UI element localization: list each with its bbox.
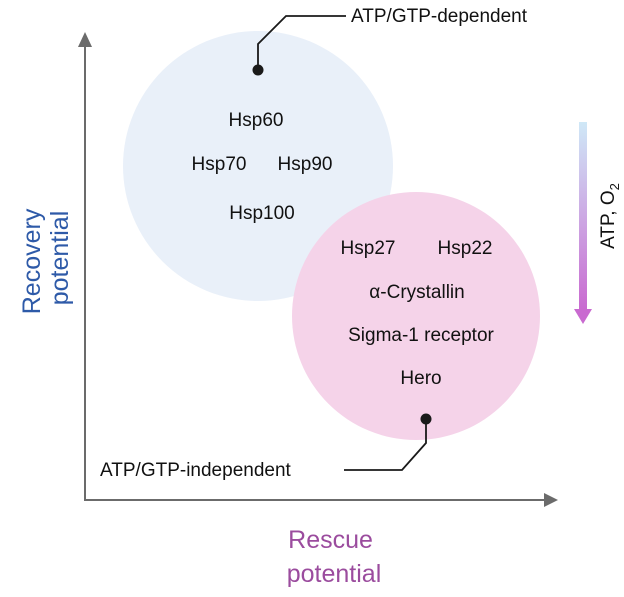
dependent-group-label: ATP/GTP-dependent: [351, 6, 528, 27]
member-hsp90: Hsp90: [278, 154, 333, 175]
independent-group-label: ATP/GTP-independent: [100, 460, 292, 481]
down-arrow-icon: [574, 122, 592, 324]
x-axis-title-line-2: potential: [287, 560, 382, 588]
x-axis-title-line-1: Rescue: [288, 526, 373, 554]
dependent-members: Hsp60 Hsp70 Hsp90 Hsp100: [192, 110, 333, 224]
gradient-label-subscript: 2: [607, 183, 622, 190]
atp-independent-circle: [292, 192, 540, 440]
member-hsp22: Hsp22: [438, 238, 493, 259]
member-hsp60: Hsp60: [229, 110, 284, 131]
dependent-connector: [252, 15, 346, 76]
member-hsp27: Hsp27: [341, 238, 396, 259]
y-axis-arrowhead: [78, 32, 92, 47]
y-axis-title-line-1: Recovery: [18, 208, 46, 314]
dependent-connector-dot: [252, 64, 264, 76]
independent-connector-dot: [420, 413, 432, 425]
gradient-label: ATP, O2: [598, 183, 622, 249]
y-axis-title-line-2: potential: [46, 211, 74, 306]
x-axis-arrowhead: [544, 493, 558, 507]
member-hero: Hero: [400, 368, 441, 389]
x-axis-title: Rescue potential: [287, 526, 382, 588]
member-hsp100: Hsp100: [229, 203, 295, 224]
y-axis-title: Recovery potential: [18, 202, 74, 315]
gradient-label-text: ATP, O: [598, 190, 619, 248]
member-alpha-crystallin: α-Crystallin: [369, 282, 464, 303]
independent-members: Hsp27 Hsp22 α-Crystallin Sigma-1 recepto…: [341, 238, 495, 389]
member-sigma-1-receptor: Sigma-1 receptor: [348, 325, 494, 346]
independent-connector: [344, 413, 432, 471]
member-hsp70: Hsp70: [192, 154, 247, 175]
axes: [78, 32, 558, 507]
